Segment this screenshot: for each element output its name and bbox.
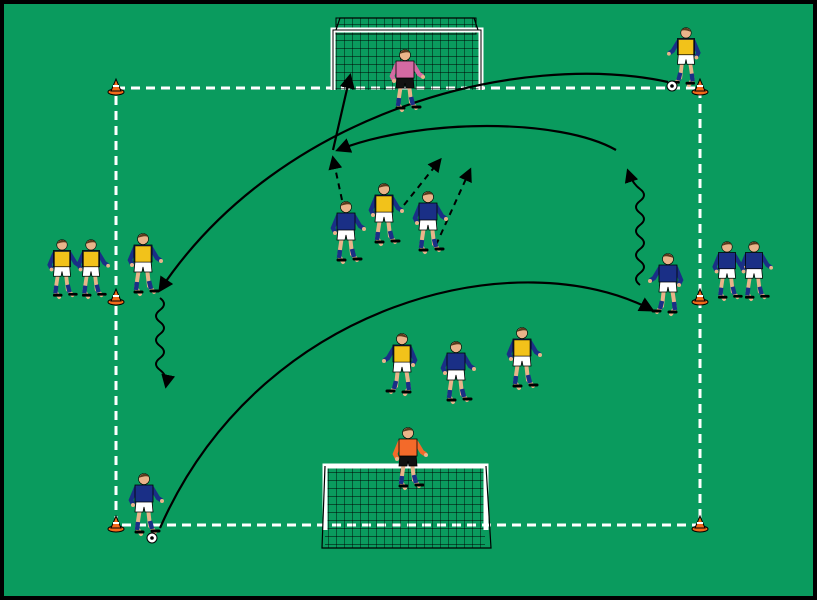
player-icon-defender-center-right <box>412 191 448 254</box>
cone-icon <box>107 514 125 533</box>
player-icon-attacker-lower-left <box>382 333 418 396</box>
cone-icon <box>107 77 125 96</box>
player-icon-waiting-player-left-2 <box>76 239 110 300</box>
run-arrow-middle <box>403 157 442 206</box>
player-icon-goalkeeper-bottom <box>392 427 428 490</box>
balls <box>146 80 678 544</box>
pass-arrow-right-to-center <box>335 124 617 153</box>
player-icon-attacker-lower-right <box>506 327 542 390</box>
player-icon-defender-right-wing <box>648 253 684 316</box>
player-icon-defender-bottom-left <box>128 473 164 536</box>
players <box>47 27 773 536</box>
ball-icon <box>146 532 158 544</box>
player-icon-attacker-center <box>368 183 404 246</box>
ball-icon <box>666 80 678 92</box>
dribble-arrow-right <box>624 168 645 286</box>
cones <box>107 77 709 533</box>
run-arrows-dashed <box>328 155 472 246</box>
bottom-goal-icon <box>321 463 492 549</box>
cone-icon <box>691 514 709 533</box>
cone-icon <box>691 77 709 96</box>
player-icon-goalkeeper-top <box>389 49 425 112</box>
dribble-arrow-left <box>155 297 176 389</box>
player-icon-defender-center-left <box>330 201 366 264</box>
run-arrow-left <box>328 155 343 201</box>
pass-arrow-bottom-left-to-right <box>158 281 655 529</box>
cone-icon <box>691 287 709 306</box>
dribble-arrows <box>155 168 645 389</box>
player-icon-waiting-player-right-2 <box>739 241 773 302</box>
player-icon-defender-lower-center <box>440 341 476 404</box>
player-icon-attacker-left-wing <box>127 233 163 296</box>
run-arrow-right <box>435 167 472 246</box>
player-icon-waiting-player-left-1 <box>47 239 81 300</box>
shot-arrow-to-top-goal <box>331 72 355 151</box>
cone-icon <box>107 287 125 306</box>
